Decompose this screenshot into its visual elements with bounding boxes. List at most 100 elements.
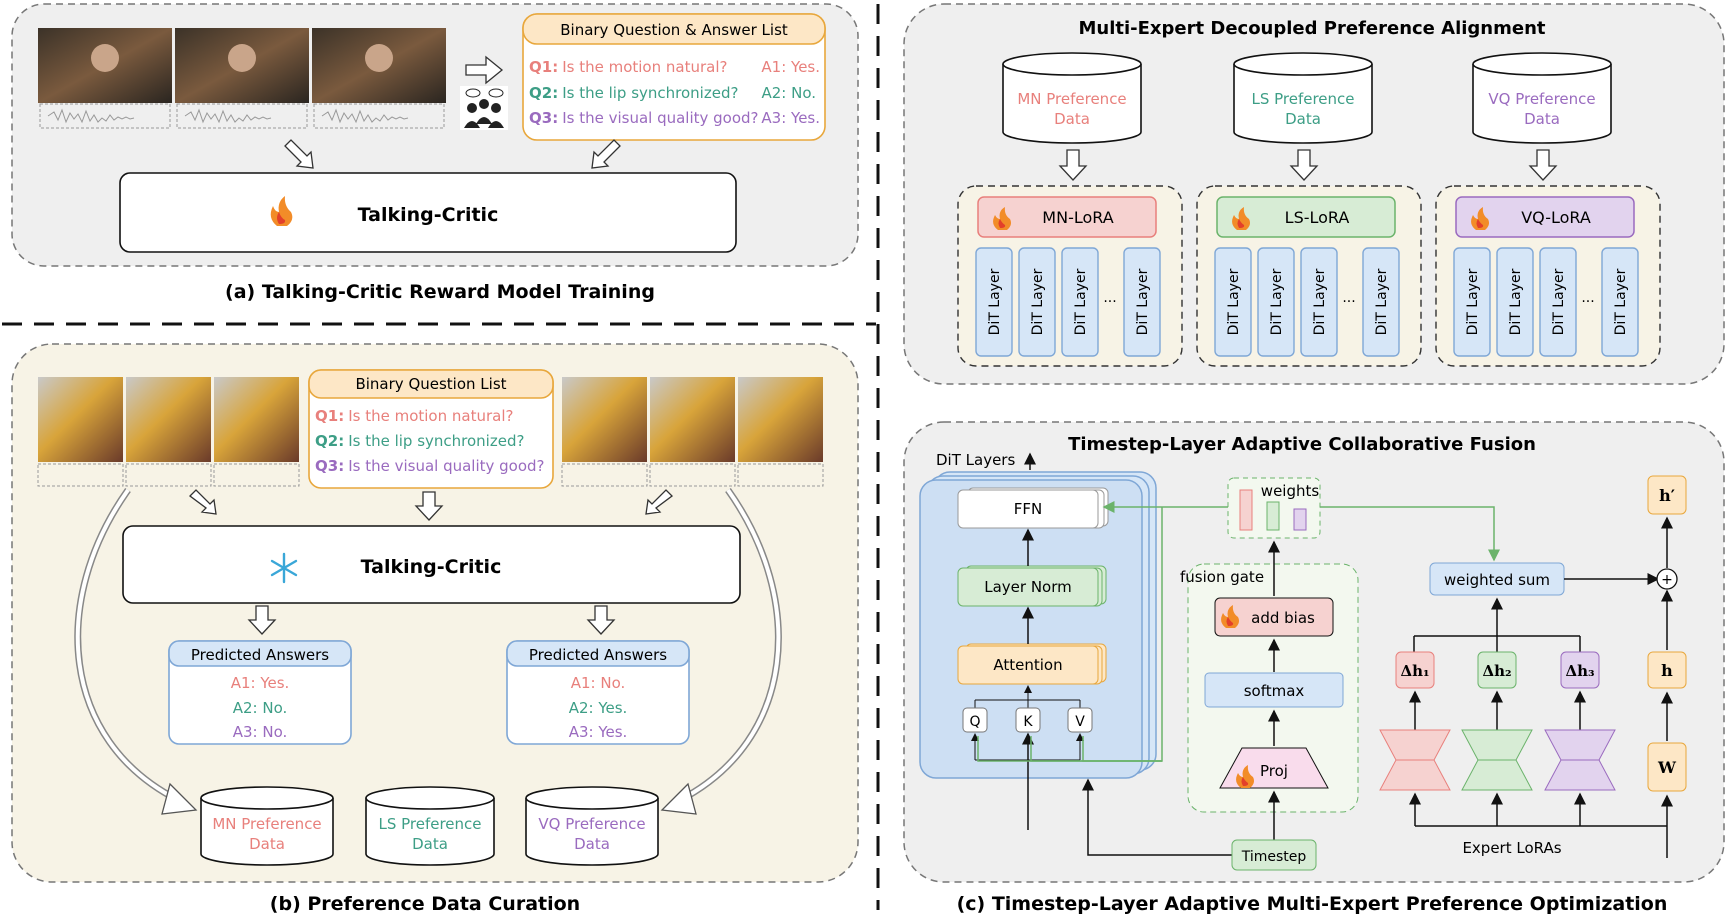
dit-layer-block	[1257, 247, 1295, 357]
a-a1: A1: Yes.	[761, 58, 820, 76]
svg-text:+: +	[1661, 572, 1673, 588]
svg-text:Data: Data	[1524, 110, 1560, 128]
tr-db-vq: VQ Preference Data	[1472, 52, 1612, 144]
people-discussion-icon	[460, 86, 508, 130]
a-caption: (a) Talking-Critic Reward Model Training	[225, 281, 655, 303]
fire-icon	[1471, 207, 1489, 230]
video-frames	[38, 28, 446, 103]
c-dh2-box	[1477, 651, 1517, 689]
c-layer-norm-label: Layer Norm	[984, 578, 1072, 596]
svg-text:Data: Data	[1285, 110, 1321, 128]
b-db-vq: VQ Preference Data	[525, 786, 659, 866]
c-hprime-box	[1647, 475, 1687, 515]
b-q3-text: Is the visual quality good?	[348, 457, 544, 475]
dit-layer-block	[1214, 247, 1252, 357]
c-dh2-label: Δh₂	[1482, 662, 1511, 680]
tr-lora-box-ls	[1216, 196, 1396, 238]
a-a2: A2: No.	[761, 84, 816, 102]
svg-text:Q3:Is the visual quality good?: Q3:Is the visual quality good?	[529, 109, 759, 127]
b-q2-text: Is the lip synchronized?	[348, 432, 524, 450]
tr-lora-label-vq: VQ-LoRA	[1521, 208, 1591, 227]
tr-title: Multi-Expert Decoupled Preference Alignm…	[1078, 18, 1545, 39]
dit-layer-block	[1496, 247, 1534, 357]
c-softmax-label: softmax	[1244, 682, 1305, 700]
b-pred-right-a3: A3: Yes.	[569, 723, 628, 741]
dit-layer-block	[1300, 247, 1338, 357]
b-db-mn: MN Preference Data	[200, 786, 334, 866]
qa-list-title: Binary Question & Answer List	[560, 21, 788, 39]
fire-icon	[993, 207, 1011, 230]
c-attention-label: Attention	[993, 656, 1062, 674]
c-dh3-label: Δh₃	[1565, 662, 1594, 680]
c-dh1-label: Δh₁	[1400, 662, 1429, 680]
a-q1-label: Q1:	[529, 58, 558, 76]
c-timestep-label: Timestep	[1241, 849, 1307, 865]
svg-text:Q: Q	[969, 714, 980, 730]
b-pred-right-title: Predicted Answers	[529, 646, 667, 664]
dit-layer-label: DiT Layer	[1613, 268, 1629, 335]
dit-layer-label: DiT Layer	[1073, 268, 1089, 335]
dit-ellipsis: ...	[1342, 290, 1355, 306]
c-weight-bar-ls	[1266, 501, 1280, 531]
c-k-box	[1015, 707, 1041, 733]
tr-lora-label-mn: MN-LoRA	[1042, 208, 1113, 227]
svg-text:VQ Preference: VQ Preference	[1488, 90, 1595, 108]
tr-lora-label-ls: LS-LoRA	[1285, 208, 1350, 227]
svg-text:LS Preference: LS Preference	[378, 815, 481, 833]
b-critic-label: Talking-Critic	[361, 556, 502, 578]
b-question-list-title: Binary Question List	[355, 375, 506, 393]
dit-ellipsis: ...	[1103, 290, 1116, 306]
a-critic-label: Talking-Critic	[358, 204, 499, 226]
a-q2-text: Is the lip synchronized?	[562, 84, 738, 102]
c-w-label: W	[1657, 758, 1677, 777]
video-frames	[38, 377, 823, 462]
b-pred-left-a2: A2: No.	[233, 699, 288, 717]
snowflake-icon	[270, 552, 298, 584]
c-v-box	[1067, 707, 1093, 733]
c-proj-label: Proj	[1260, 762, 1288, 780]
svg-text:VQ Preference: VQ Preference	[538, 815, 645, 833]
fire-icon	[1221, 605, 1239, 628]
c-h-label: h	[1661, 661, 1673, 680]
b-pred-left-a3: A3: No.	[233, 723, 288, 741]
dit-layer-block	[1453, 247, 1491, 357]
tr-lora-box-mn	[977, 196, 1157, 238]
b-pred-left-title: Predicted Answers	[191, 646, 329, 664]
b-caption: (b) Preference Data Curation	[270, 893, 580, 915]
fire-icon	[1236, 765, 1254, 788]
tr-db-ls: LS Preference Data	[1233, 52, 1373, 144]
dit-layer-label: DiT Layer	[1030, 268, 1046, 335]
dit-layer-label: DiT Layer	[1374, 268, 1390, 335]
dit-layer-label: DiT Layer	[1551, 268, 1567, 335]
b-critic-box	[122, 525, 741, 604]
panel-top-right: Multi-Expert Decoupled Preference Alignm…	[903, 3, 1725, 385]
a-q2-label: Q2:	[529, 84, 558, 102]
a-a3: A3: Yes.	[761, 109, 820, 127]
dit-layer-label: DiT Layer	[1135, 268, 1151, 335]
b-q1-label: Q1:	[315, 407, 344, 425]
dit-layer-block	[1123, 247, 1161, 357]
b-q3-label: Q3:	[315, 457, 344, 475]
svg-text:Q2:Is the lip synchronized?: Q2:Is the lip synchronized?	[529, 84, 738, 102]
svg-text:Q3:Is the visual quality good?: Q3:Is the visual quality good?	[315, 457, 545, 475]
a-q3-text: Is the visual quality good?	[562, 109, 758, 127]
c-weights-label: weights	[1261, 482, 1320, 500]
c-attention-box	[957, 645, 1099, 685]
dit-layer-block	[975, 247, 1013, 357]
fire-icon	[270, 196, 293, 226]
dit-layer-block	[1601, 247, 1639, 357]
svg-text:Q2:Is the lip synchronized?: Q2:Is the lip synchronized?	[315, 432, 524, 450]
c-dh3-box	[1560, 651, 1600, 689]
a-q1-text: Is the motion natural?	[562, 58, 727, 76]
tr-lora-group-mn: MN-LoRA DiT Layer DiT Layer DiT Layer DiT La…	[957, 185, 1183, 367]
svg-text:MN Preference: MN Preference	[212, 815, 321, 833]
b-pred-left-a1: A1: Yes.	[231, 674, 290, 692]
c-dit-layers-label: DiT Layers	[936, 451, 1015, 469]
c-hprime-label: h′	[1659, 486, 1675, 505]
dit-layer-block	[1362, 247, 1400, 357]
dit-layer-label: DiT Layer	[987, 268, 1003, 335]
dit-layer-block	[1539, 247, 1577, 357]
c-ffn-label: FFN	[1014, 500, 1042, 518]
panel-c: Timestep-Layer Adaptive Collaborative Fu…	[903, 421, 1725, 915]
